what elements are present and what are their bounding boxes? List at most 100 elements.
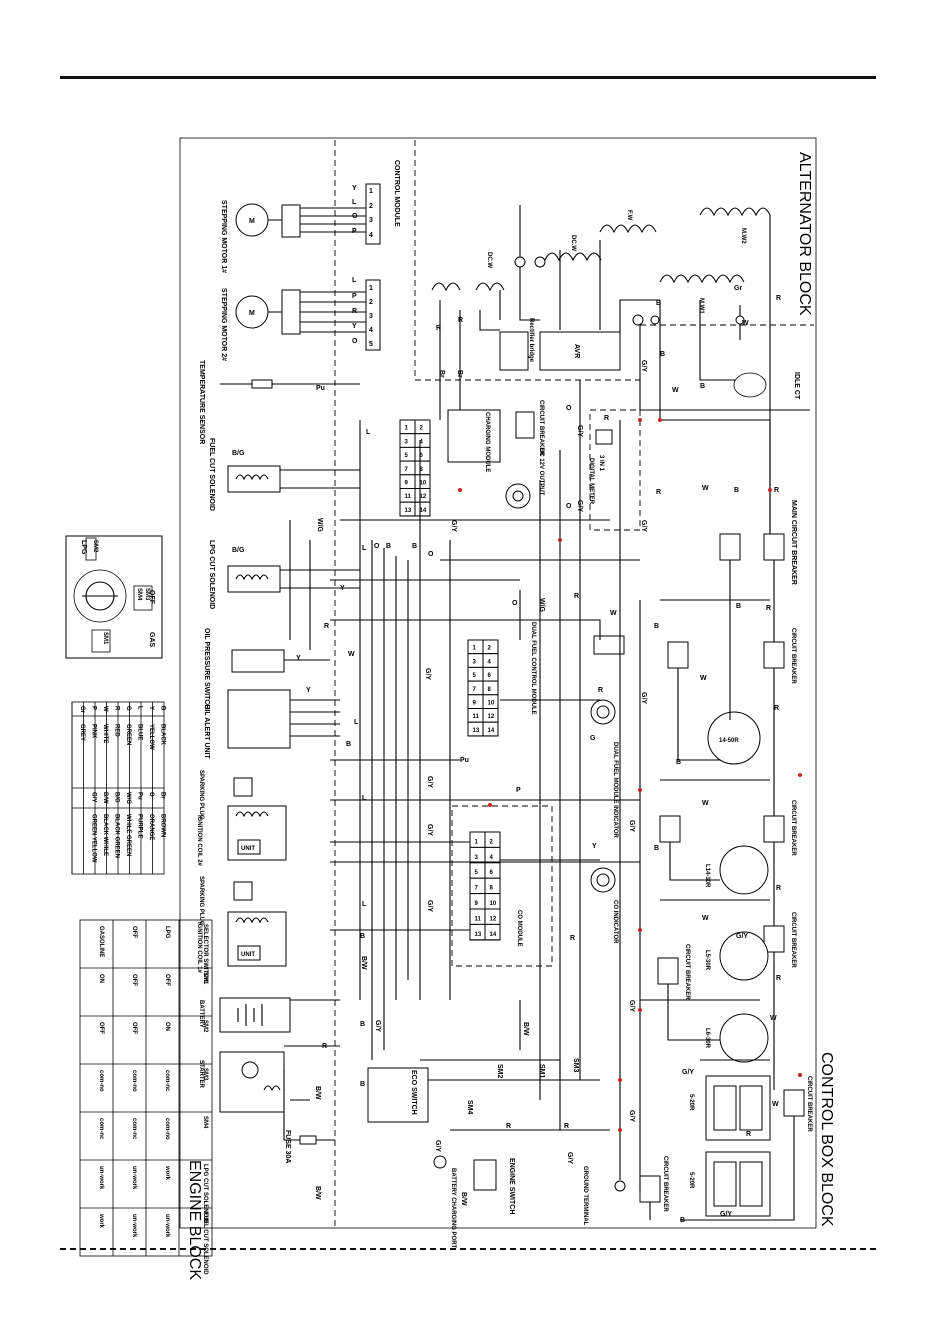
charging-module-pin-cell (399, 501, 416, 517)
charging-coil-b (475, 282, 505, 292)
engine-switch: ENGINE SWITCH (473, 1158, 515, 1214)
legend-code: R (114, 706, 120, 711)
svg-text:B: B (700, 383, 705, 390)
sm4-label: SM4 (466, 1100, 473, 1115)
svg-text:O: O (512, 600, 518, 607)
legend-code: B (160, 706, 166, 711)
svg-text:CHARGING MODULE: CHARGING MODULE (484, 412, 490, 472)
co-module-pin: 13 (475, 932, 482, 938)
selector-sm1: SM1 (102, 632, 108, 645)
svg-text:R: R (574, 593, 579, 600)
svg-text:R: R (564, 1123, 569, 1130)
switch-table-cell: OFF (131, 1022, 137, 1034)
co-module-pin: 11 (475, 916, 482, 922)
legend-code: Br (160, 792, 166, 799)
svg-text:L14-30R: L14-30R (704, 864, 710, 888)
charging-module-pin: 4 (420, 439, 424, 445)
svg-text:W: W (610, 610, 617, 617)
switch-table-header: FUEL CUT SOLENOID (202, 1212, 208, 1275)
switch-table-cell: com-nc (131, 1118, 137, 1140)
outlet-l6-30r: L6-30R (704, 1013, 769, 1063)
selector-switch-panel (65, 535, 163, 659)
co-module: CO MODULE (451, 805, 553, 967)
legend-color: ORANGE (148, 814, 154, 840)
svg-text:R: R (598, 687, 603, 694)
legend-color: YELLOW (148, 724, 154, 750)
svg-text:B/G: B/G (232, 547, 245, 554)
charging-module: CHARGING MODULE (447, 409, 501, 472)
switch-table-cell: un-work (131, 1166, 137, 1190)
switch-table-header: SM1 (202, 972, 208, 985)
co-module-pin: 12 (490, 916, 497, 922)
selector-sm34-box (133, 585, 153, 611)
dual-fuel-pin: 4 (488, 659, 492, 665)
svg-text:Br: Br (438, 370, 445, 378)
svg-text:Y: Y (340, 585, 345, 592)
svg-text:G/Y: G/Y (628, 1000, 635, 1012)
svg-text:O: O (566, 503, 572, 510)
cm2-pin-5: 5 (369, 341, 373, 348)
switch-table-header: SELECTOR SWITCH (202, 924, 208, 982)
dual-fuel-pin: 1 (473, 646, 477, 652)
outlet-l5-30r: L5-30R (704, 931, 769, 981)
breaker-l5-30r: CIRCUIT BREAKER CIRCUIT BREAKER (657, 912, 796, 1000)
legend-code: Pu (137, 792, 143, 800)
svg-text:R: R (436, 325, 441, 332)
svg-text:R: R (776, 295, 781, 302)
svg-text:B/G: B/G (232, 450, 245, 457)
sparking-plug-2: SPARKING PLUG (198, 770, 253, 820)
top-rule (60, 76, 876, 79)
selector-gas: GAS (148, 632, 155, 648)
breaker-5-20r-a: CIRCUIT BREAKER (783, 1076, 812, 1132)
ground-terminal-alt (632, 314, 644, 326)
circuit-breaker-dc: CIRCUIT BREAKER (515, 400, 544, 456)
svg-text:G/Y: G/Y (720, 1211, 732, 1218)
svg-text:IGNITION COIL 1#: IGNITION COIL 1# (196, 922, 202, 974)
svg-text:CO INDICATOR: CO INDICATOR (612, 900, 618, 944)
cm1-pin-2: 2 (369, 203, 373, 210)
svg-text:DUAL FUEL CONTROL MODULE: DUAL FUEL CONTROL MODULE (530, 622, 536, 715)
legend-color: GREEN (125, 724, 131, 745)
svg-text:UNIT: UNIT (241, 846, 255, 852)
legend-code: B/G (114, 792, 120, 803)
avr-label: AVR (573, 344, 580, 358)
svg-text:W/G: W/G (538, 598, 545, 613)
co-module-pin: 8 (490, 886, 494, 892)
outlet-5-20r-b: 5-20R (688, 1151, 771, 1217)
svg-text:R: R (656, 489, 661, 496)
legend-color: GREY (79, 724, 85, 741)
svg-text:R: R (324, 623, 329, 630)
alternator-block-title: ALTERNATOR BLOCK (796, 152, 813, 316)
co-module-pin: 4 (490, 855, 494, 861)
svg-text:L: L (362, 545, 367, 552)
svg-text:CIRCUIT BREAKER: CIRCUIT BREAKER (790, 800, 796, 856)
svg-text:R: R (776, 885, 781, 892)
eco-switch: ECO SWITCH (367, 1067, 429, 1123)
co-module-pin-cell (469, 923, 486, 941)
svg-text:W: W (702, 800, 709, 807)
svg-text:CIRCUIT BREAKER: CIRCUIT BREAKER (662, 1156, 668, 1212)
cm2-wire-y: Y (352, 323, 357, 330)
breaker-l14-30r: CIRCUIT BREAKER (659, 800, 796, 856)
legend-code: G/Y (91, 792, 97, 802)
co-module-pin: 1 (475, 839, 479, 845)
avr-box (539, 331, 621, 371)
legend-code: W/G (125, 792, 131, 804)
svg-text:B: B (360, 1081, 365, 1088)
co-module-pin: 7 (475, 886, 479, 892)
starter: STARTER (198, 1051, 285, 1113)
svg-text:O: O (566, 405, 572, 412)
sm1-label: SM1 (538, 1064, 545, 1079)
svg-text:STEPPING MOTOR 1#: STEPPING MOTOR 1# (220, 200, 227, 273)
dc-winding-label: DC.W (486, 252, 492, 268)
dc-output-port: DC 12V OUTPUT (505, 448, 544, 509)
svg-text:MAIN CIRCUIT BREAKER: MAIN CIRCUIT BREAKER (790, 500, 797, 585)
fuel-cut-solenoid: FUEL CUT SOLENOID (208, 438, 360, 511)
svg-text:W: W (700, 675, 707, 682)
svg-text:B: B (736, 603, 741, 610)
legend-code: G (125, 706, 131, 711)
switch-table-cell: OFF (131, 974, 137, 986)
dual-fuel-pin: 12 (488, 714, 495, 720)
svg-text:Br: Br (456, 370, 463, 378)
dual-fuel-pin-cell (467, 721, 484, 737)
